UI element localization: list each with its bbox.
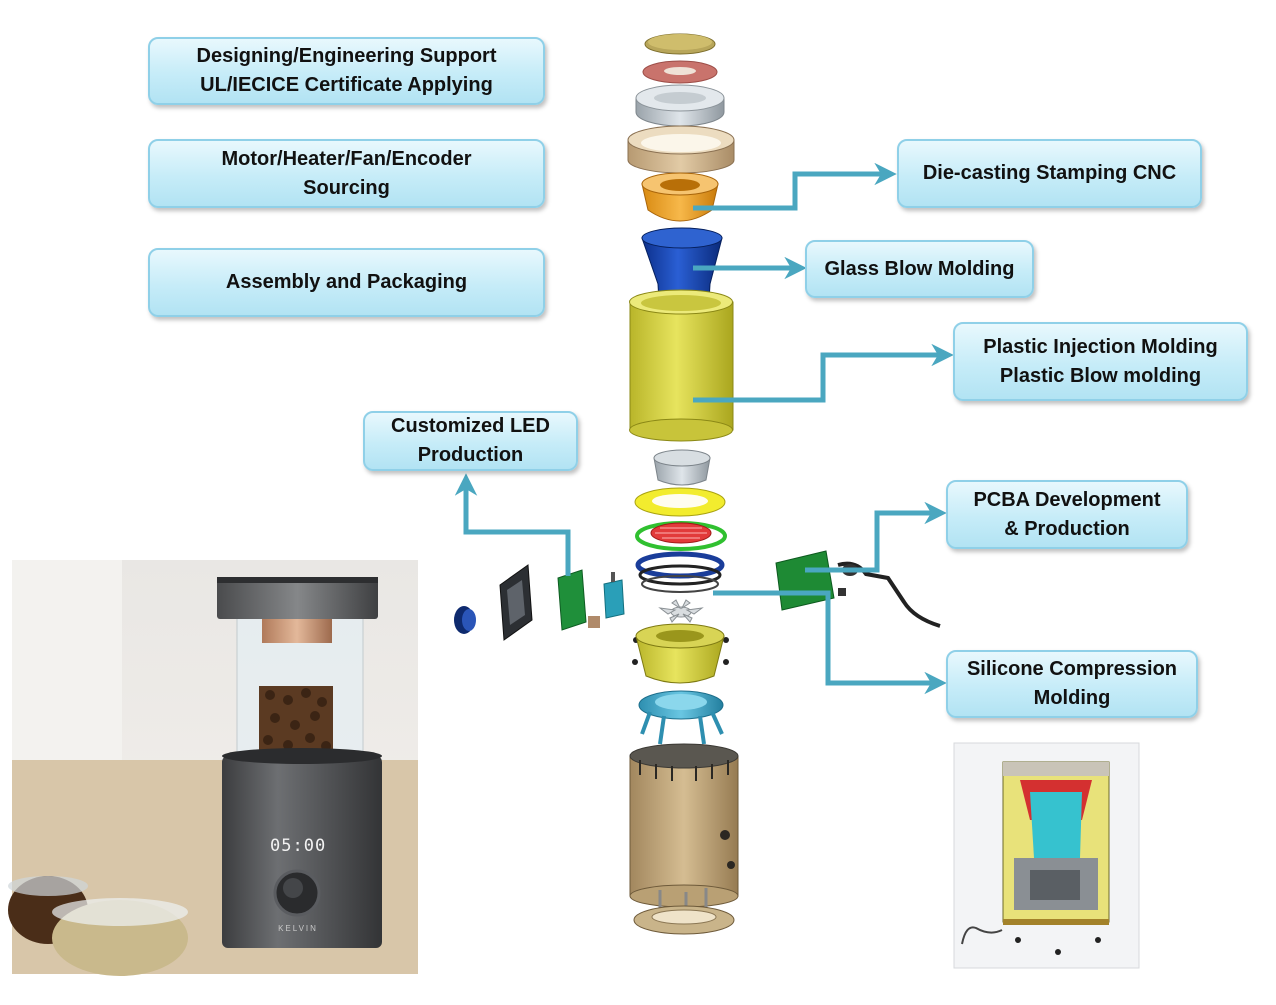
label-silicone: Silicone Compression Molding	[946, 650, 1198, 718]
cutaway-render	[953, 742, 1140, 969]
product-brand-text: KELVIN	[278, 924, 318, 933]
pcba-part	[775, 550, 941, 628]
label-plastic-molding: Plastic Injection Molding Plastic Blow m…	[953, 322, 1248, 401]
exploded-stack	[627, 33, 739, 935]
product-photo	[8, 560, 418, 976]
label-customized-led: Customized LED Production	[363, 411, 578, 471]
label-pcba: PCBA Development & Production	[946, 480, 1188, 549]
label-design-engineering: Designing/Engineering Support UL/IECICE …	[148, 37, 545, 105]
label-motor-sourcing: Motor/Heater/Fan/Encoder Sourcing	[148, 139, 545, 208]
led-parts	[454, 564, 625, 641]
product-timer-display: 05:00	[270, 836, 327, 856]
connector-arrows	[454, 162, 954, 695]
label-die-casting: Die-casting Stamping CNC	[897, 139, 1202, 208]
label-glass-blow: Glass Blow Molding	[805, 240, 1034, 298]
label-assembly-packaging: Assembly and Packaging	[148, 248, 545, 317]
